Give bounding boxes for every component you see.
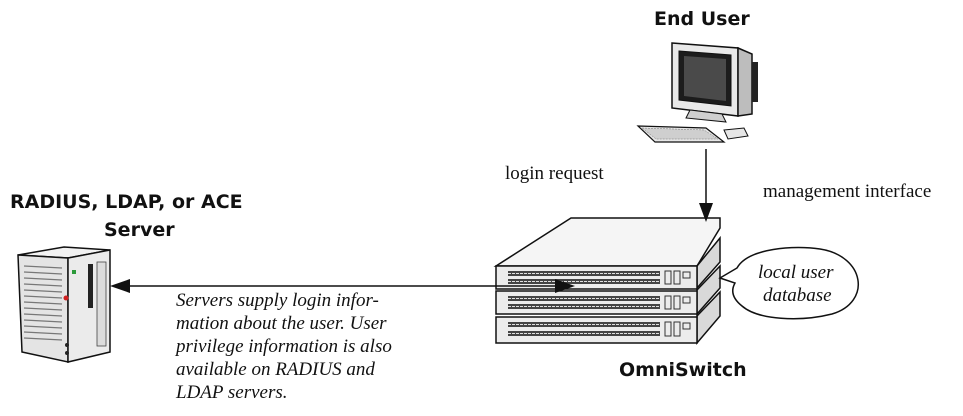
server-title-line1: RADIUS, LDAP, or ACE xyxy=(10,191,243,213)
omniswitch-icon xyxy=(493,217,721,346)
server-tower-icon xyxy=(17,246,111,363)
servers-note-line2: mation about the user. User xyxy=(176,313,387,334)
server-title-line2: Server xyxy=(104,219,175,241)
login-request-arrow xyxy=(699,149,713,222)
omniswitch-label: OmniSwitch xyxy=(619,359,747,381)
end-user-computer-icon xyxy=(636,42,758,143)
database-line2: database xyxy=(763,285,832,306)
local-user-database-bubble xyxy=(718,246,859,320)
servers-note-line1: Servers supply login infor- xyxy=(176,290,379,311)
database-line1: local user xyxy=(758,262,834,283)
management-interface-label: management interface xyxy=(763,181,932,202)
end-user-label: End User xyxy=(654,8,750,30)
servers-note-line3: privilege information is also xyxy=(176,336,392,357)
servers-note-line5: LDAP servers. xyxy=(176,382,288,403)
server-exchange-arrow xyxy=(110,279,575,293)
login-request-label: login request xyxy=(505,163,604,184)
servers-note-line4: available on RADIUS and xyxy=(176,359,375,380)
